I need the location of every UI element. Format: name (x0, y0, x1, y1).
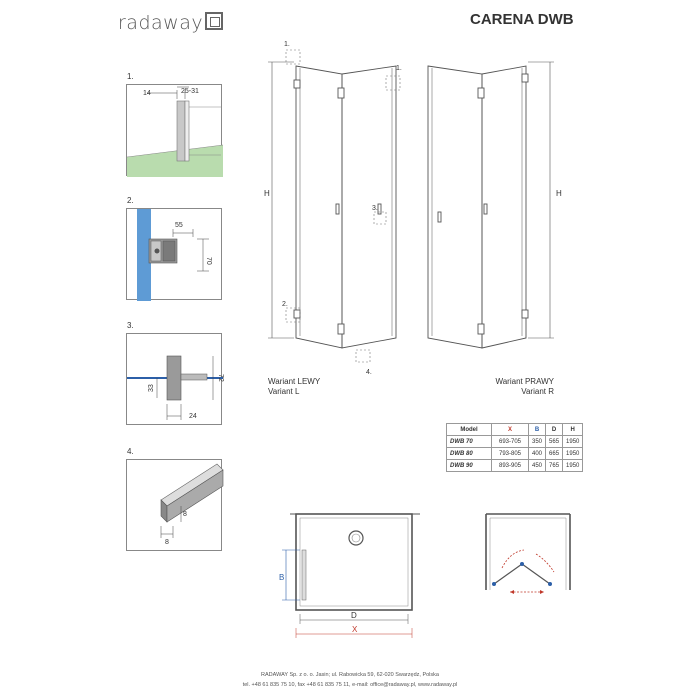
detail-2-label: 2. (127, 196, 134, 205)
callout-2: 2. (282, 301, 288, 308)
detail-3-dim-a: 33 (148, 384, 155, 392)
table-cell: 450 (527, 459, 547, 472)
header-b: B (527, 423, 547, 436)
table-cell: 665 (545, 447, 564, 460)
callout-1-left: 1. (284, 41, 290, 48)
brand-logo-text: radaway (118, 12, 204, 34)
detail-1-wall (127, 145, 223, 177)
detail-3-handle (166, 355, 182, 401)
detail-2-panel: 55 70 (126, 208, 222, 301)
height-label-left: H (264, 189, 270, 198)
spec-table-header: Model X B D H (446, 423, 584, 436)
detail-2-dim-a: 55 (175, 222, 183, 229)
table-cell: 1950 (562, 447, 584, 460)
table-cell: DWB 70 (446, 435, 492, 448)
plan-label-b: B (279, 573, 284, 582)
callout-3: 3. (372, 205, 378, 212)
detail-2-glass (137, 209, 151, 301)
callout-box-1-left (285, 49, 301, 65)
variant-left-label: Wariant LEWY Variant L (268, 377, 320, 397)
plan-tray (295, 513, 413, 611)
table-cell: 793-805 (491, 447, 529, 460)
callout-box-4 (355, 349, 371, 363)
brand-logo-icon (205, 12, 223, 30)
detail-3-panel: 33 72 24 (126, 333, 224, 425)
swing-arrow-icon (501, 549, 525, 569)
detail-4-drawing: 8 8 (160, 463, 224, 546)
detail-2-drawing: 55 70 (137, 209, 212, 301)
callout-1-right: 1. (396, 65, 402, 72)
detail-3-label: 3. (127, 321, 134, 330)
table-cell: 565 (545, 435, 564, 448)
height-label-right: H (556, 189, 562, 198)
plan-label-x: X (352, 625, 358, 634)
header-model: Model (446, 423, 492, 436)
table-cell: DWB 80 (446, 447, 492, 460)
detail-1-dim-b: 25-31 (181, 88, 199, 95)
detail-1-panel: 14 25-31 (126, 84, 224, 177)
variant-left-line2: Variant L (268, 387, 300, 396)
detail-3-dim-b: 72 (217, 374, 224, 382)
callout-box-3 (373, 211, 387, 225)
detail-1-drawing: 14 25-31 (126, 86, 224, 177)
footer-contact: tel. +48 61 835 75 10, fax +48 61 835 75… (242, 682, 458, 688)
opening-diagram (485, 513, 571, 594)
detail-3-dim-c: 24 (189, 413, 197, 420)
table-cell: 1950 (562, 435, 584, 448)
variant-right-label: Wariant PRAWY Variant R (490, 377, 554, 397)
header-d: D (545, 423, 564, 436)
detail-3-drawing: 33 72 24 (127, 355, 224, 420)
detail-4-panel: 8 8 (126, 459, 224, 551)
spec-table: Model X B D H DWB 70 693-705 350 565 195… (446, 423, 584, 472)
product-title: CARENA DWB (470, 11, 574, 28)
table-row: DWB 70 693-705 350 565 1950 (446, 435, 584, 448)
door-elevations-drawing: H 1. 1. 2. 3. 4. H (264, 41, 562, 376)
table-cell: 893-905 (491, 459, 529, 472)
detail-1-dim-a: 14 (143, 90, 151, 97)
callout-box-2 (285, 307, 301, 323)
variant-right-line1: Wariant PRAWY (495, 377, 554, 386)
door-right-variant (427, 65, 529, 349)
variant-right-line2: Variant R (521, 387, 554, 396)
detail-1-label: 1. (127, 72, 134, 81)
plan-label-d: D (351, 611, 357, 620)
callout-box-1-right (385, 75, 401, 91)
header-h: H (562, 423, 584, 436)
variant-left-line1: Wariant LEWY (268, 377, 321, 386)
detail-4-dim-b: 8 (183, 511, 187, 518)
detail-2-dim-b: 70 (205, 257, 212, 265)
table-cell: 350 (527, 435, 547, 448)
table-cell: 765 (545, 459, 564, 472)
swing-arrow-icon (535, 553, 555, 573)
detail-4-dim-a: 8 (165, 539, 169, 546)
drain-icon (348, 530, 364, 546)
table-cell: 693-705 (491, 435, 529, 448)
table-cell: DWB 90 (446, 459, 492, 472)
door-left-variant (293, 65, 397, 349)
table-row: DWB 90 893-905 450 765 1950 (446, 459, 584, 472)
detail-4-label: 4. (127, 447, 134, 456)
plan-view-drawing: B D X (279, 513, 420, 638)
footer-address: RADAWAY Sp. z o. o. Jasin; ul. Rabowicka… (261, 672, 439, 678)
callout-4: 4. (366, 369, 372, 376)
table-cell: 400 (527, 447, 547, 460)
detail-1-profile (176, 100, 186, 162)
plan-door (301, 549, 307, 601)
header-x: X (491, 423, 529, 436)
table-cell: 1950 (562, 459, 584, 472)
table-row: DWB 80 793-805 400 665 1950 (446, 447, 584, 460)
